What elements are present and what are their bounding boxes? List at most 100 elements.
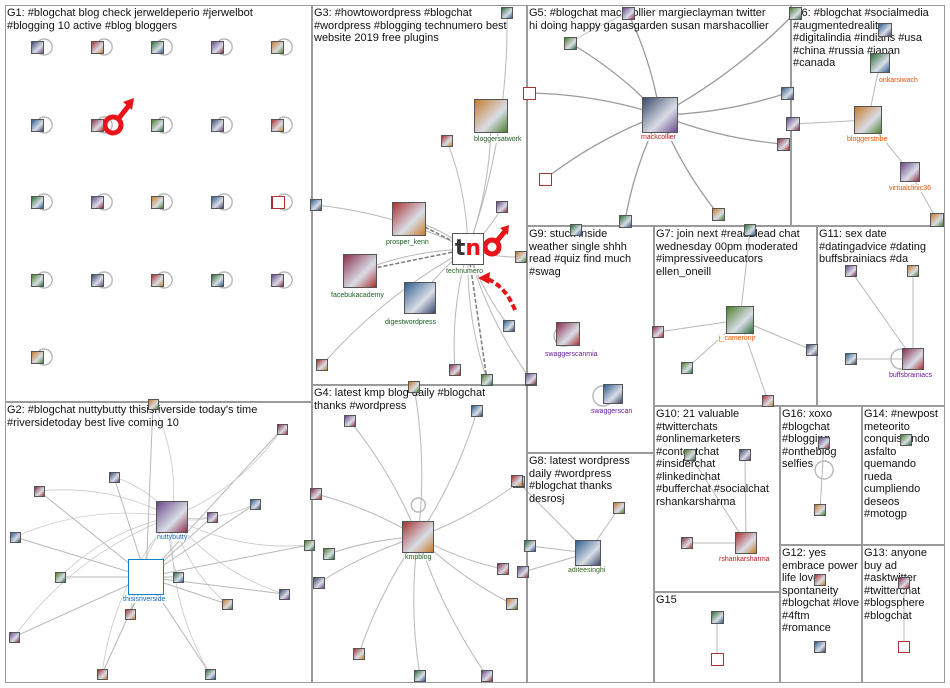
- node-rshankarsharma[interactable]: [735, 532, 757, 554]
- user-node[interactable]: [622, 7, 635, 20]
- user-node[interactable]: [34, 486, 45, 497]
- user-node[interactable]: [471, 405, 483, 417]
- user-node[interactable]: [814, 641, 826, 653]
- user-node[interactable]: [205, 669, 216, 680]
- user-node[interactable]: [497, 563, 509, 575]
- user-node[interactable]: [31, 351, 44, 364]
- user-node[interactable]: [684, 449, 696, 461]
- user-node[interactable]: [31, 119, 44, 132]
- user-node[interactable]: [55, 572, 66, 583]
- user-node[interactable]: [91, 119, 104, 132]
- user-node[interactable]: [777, 138, 790, 151]
- user-node[interactable]: [515, 251, 527, 263]
- user-node[interactable]: [211, 119, 224, 132]
- user-node[interactable]: [613, 502, 625, 514]
- user-node[interactable]: [207, 512, 218, 523]
- user-node[interactable]: [781, 87, 794, 100]
- user-node[interactable]: [151, 119, 164, 132]
- user-node[interactable]: [503, 320, 515, 332]
- user-node[interactable]: [316, 359, 328, 371]
- node-buffsbrainiacs[interactable]: [902, 348, 924, 370]
- node-virtualclinic36[interactable]: [900, 162, 920, 182]
- user-node[interactable]: [151, 196, 164, 209]
- user-node[interactable]: [712, 208, 725, 221]
- user-node[interactable]: [323, 548, 335, 560]
- user-node[interactable]: [97, 669, 108, 680]
- user-node[interactable]: [441, 135, 453, 147]
- user-node[interactable]: [652, 326, 664, 338]
- node-prosper_kenn[interactable]: [392, 202, 426, 236]
- user-node[interactable]: [271, 41, 284, 54]
- node-mackcollier[interactable]: [642, 97, 678, 133]
- user-node[interactable]: [449, 364, 461, 376]
- node-swaggerscan[interactable]: [603, 384, 623, 404]
- user-node[interactable]: [211, 196, 224, 209]
- user-node[interactable]: [277, 424, 288, 435]
- node-bloggersatwork[interactable]: [474, 99, 508, 133]
- user-node[interactable]: [681, 537, 693, 549]
- node-facebukacademy[interactable]: [343, 254, 377, 288]
- user-node[interactable]: [523, 87, 536, 100]
- node-aditeesinghi[interactable]: [575, 540, 601, 566]
- user-node[interactable]: [353, 648, 365, 660]
- user-node[interactable]: [845, 265, 857, 277]
- user-node[interactable]: [272, 196, 285, 209]
- user-node[interactable]: [517, 566, 529, 578]
- node-digestwordpress[interactable]: [404, 282, 436, 314]
- user-node[interactable]: [496, 201, 508, 213]
- user-node[interactable]: [570, 224, 582, 236]
- user-node[interactable]: [31, 274, 44, 287]
- user-node[interactable]: [414, 670, 426, 682]
- user-node[interactable]: [814, 504, 826, 516]
- user-node[interactable]: [279, 589, 290, 600]
- user-node[interactable]: [313, 577, 325, 589]
- user-node[interactable]: [481, 374, 493, 386]
- node-j_cameronjr[interactable]: [726, 306, 754, 334]
- user-node[interactable]: [506, 598, 518, 610]
- user-node[interactable]: [907, 265, 919, 277]
- user-node[interactable]: [173, 572, 184, 583]
- user-node[interactable]: [310, 199, 322, 211]
- user-node[interactable]: [91, 274, 104, 287]
- node-kmpblog[interactable]: [402, 521, 434, 553]
- user-node[interactable]: [271, 119, 284, 132]
- user-node[interactable]: [539, 173, 552, 186]
- user-node[interactable]: [148, 399, 159, 410]
- user-node[interactable]: [564, 37, 577, 50]
- user-node[interactable]: [525, 373, 537, 385]
- user-node[interactable]: [898, 641, 910, 653]
- user-node[interactable]: [524, 540, 536, 552]
- user-node[interactable]: [222, 599, 233, 610]
- user-node[interactable]: [344, 415, 356, 427]
- node-swaggerscanmia[interactable]: [556, 322, 580, 346]
- user-node[interactable]: [898, 577, 910, 589]
- user-node[interactable]: [711, 611, 724, 624]
- node-onkarsiwach[interactable]: [870, 53, 890, 73]
- user-node[interactable]: [304, 540, 315, 551]
- user-node[interactable]: [310, 488, 322, 500]
- user-node[interactable]: [711, 653, 724, 666]
- user-node[interactable]: [762, 395, 774, 407]
- user-node[interactable]: [250, 499, 261, 510]
- user-node[interactable]: [818, 437, 830, 449]
- user-node[interactable]: [681, 362, 693, 374]
- user-node[interactable]: [619, 215, 632, 228]
- user-node[interactable]: [814, 574, 826, 586]
- node-nuttybutty[interactable]: [156, 501, 188, 533]
- user-node[interactable]: [109, 472, 120, 483]
- user-node[interactable]: [9, 632, 20, 643]
- user-node[interactable]: [408, 381, 420, 393]
- user-node[interactable]: [744, 224, 756, 236]
- user-node[interactable]: [211, 274, 224, 287]
- node-bloggerstribe[interactable]: [854, 106, 882, 134]
- user-node[interactable]: [501, 7, 513, 19]
- user-node[interactable]: [91, 196, 104, 209]
- user-node[interactable]: [151, 41, 164, 54]
- user-node[interactable]: [91, 41, 104, 54]
- node-thisisriverside[interactable]: [128, 559, 164, 595]
- user-node[interactable]: [125, 609, 136, 620]
- user-node[interactable]: [511, 475, 523, 487]
- user-node[interactable]: [845, 353, 857, 365]
- user-node[interactable]: [789, 7, 802, 20]
- user-node[interactable]: [10, 532, 21, 543]
